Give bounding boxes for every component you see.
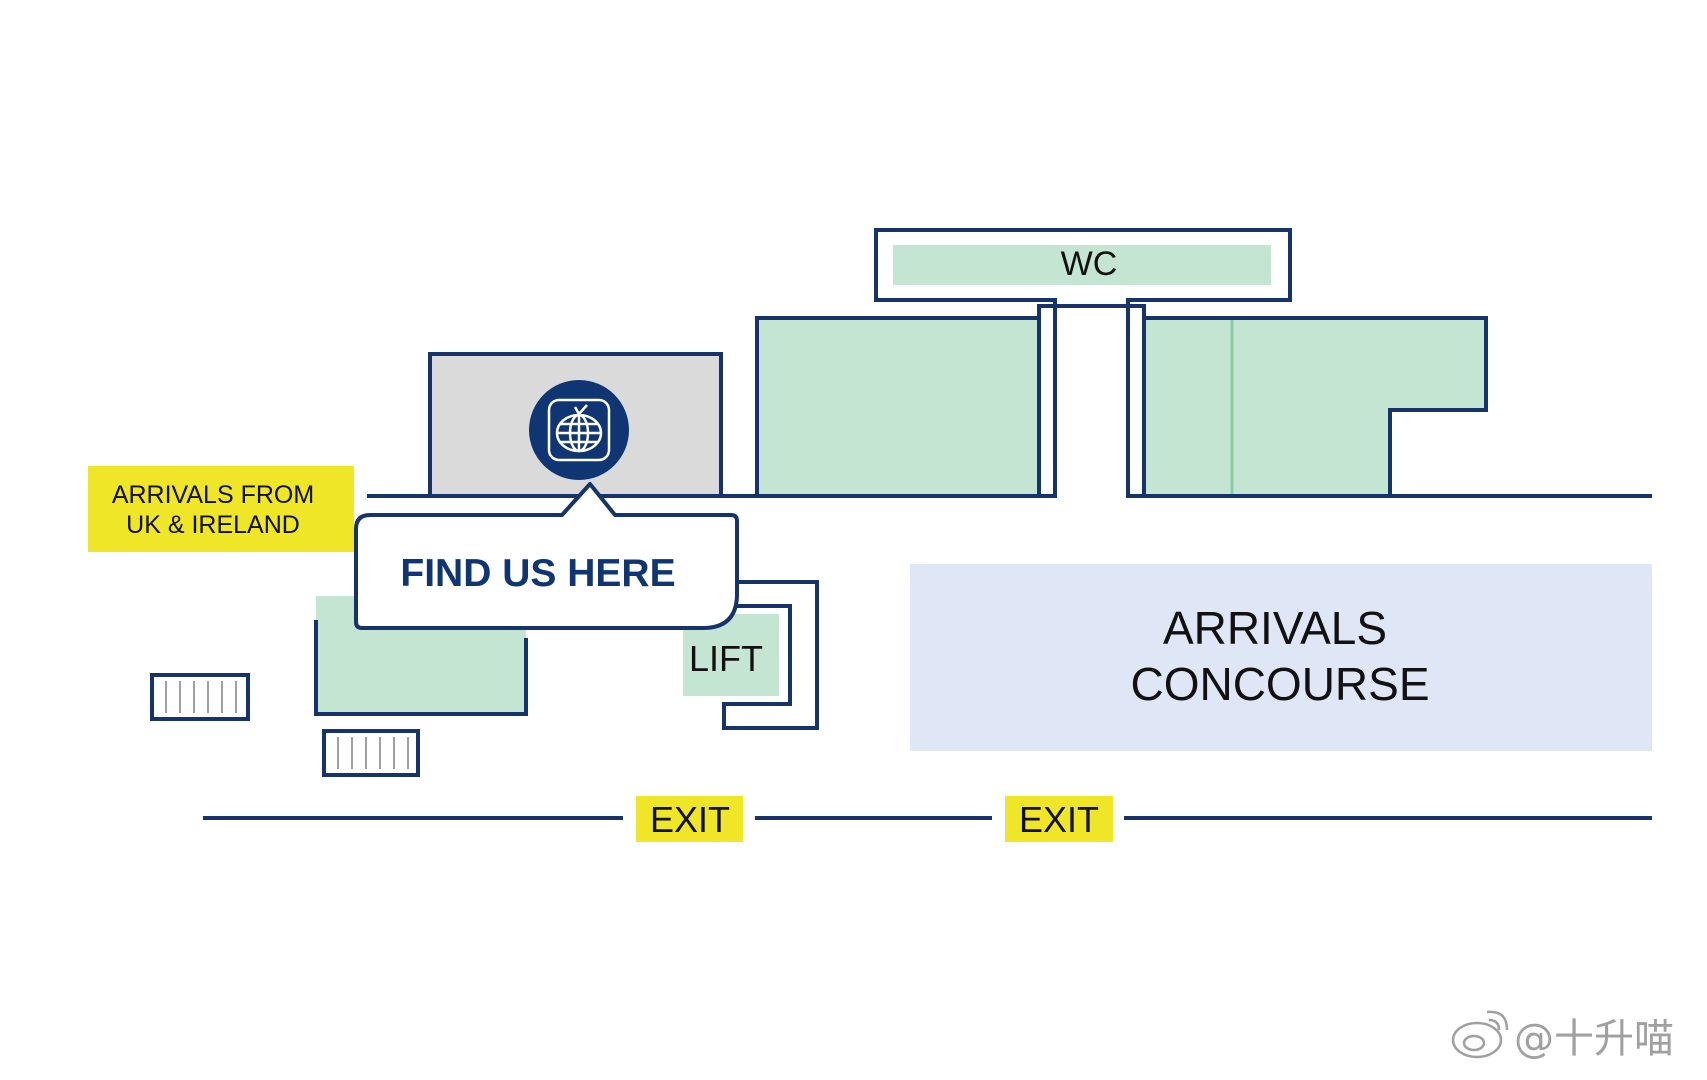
find-us-callout[interactable] xyxy=(354,482,739,630)
room-right xyxy=(1142,316,1488,498)
concourse-label-line1: ARRIVALS xyxy=(1163,602,1387,654)
arrivals-from-sign xyxy=(88,466,354,552)
weibo-icon xyxy=(1451,1010,1509,1059)
globe-icon xyxy=(547,398,611,462)
arrivals-concourse xyxy=(910,564,1652,751)
stairs-left-steps xyxy=(165,681,237,713)
lift-outer-wall xyxy=(722,580,819,730)
lift-label: LIFT xyxy=(689,638,763,679)
room-left-wall xyxy=(314,620,528,716)
room-right-inner-line xyxy=(1126,304,1146,498)
find-us-label: FIND US HERE xyxy=(400,552,675,595)
room-center xyxy=(755,316,1041,498)
stairs-left-frame xyxy=(150,673,250,721)
watermark-text: @十升喵 xyxy=(1514,1016,1674,1062)
wc-label: WC xyxy=(1061,245,1118,283)
exit-label-left: EXIT xyxy=(650,799,730,840)
stairs-right-frame xyxy=(322,729,420,777)
watermark: @十升喵 xyxy=(1451,1010,1674,1062)
exit-label-right: EXIT xyxy=(1019,799,1099,840)
location-marker[interactable] xyxy=(529,380,629,480)
wc-room xyxy=(893,245,1271,285)
arrivals-from-line1: ARRIVALS FROM xyxy=(112,481,314,509)
concourse-label-line2: CONCOURSE xyxy=(1130,658,1429,710)
room-center-inner-line xyxy=(1037,304,1057,498)
stairs-left xyxy=(150,673,250,721)
stairs-right xyxy=(322,729,420,777)
exit-sign-right[interactable] xyxy=(1005,796,1113,842)
stairs-right-steps xyxy=(337,737,409,769)
exit-sign-left[interactable] xyxy=(636,796,743,842)
arrivals-from-line2: UK & IRELAND xyxy=(126,511,300,539)
